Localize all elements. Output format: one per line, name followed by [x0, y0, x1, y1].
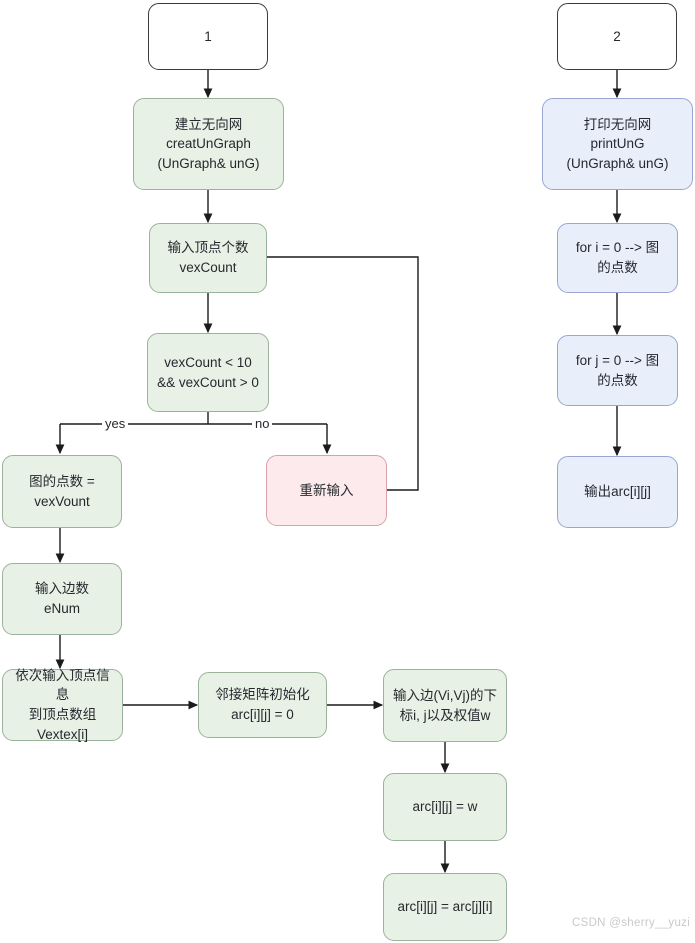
node-mirror-weight[interactable]: arc[i][j] = arc[j][i]: [383, 873, 507, 941]
edge-label-no: no: [252, 417, 273, 430]
node-print-ungraph[interactable]: 打印无向网 printUnG (UnGraph& unG): [542, 98, 693, 190]
node-assign-vexcount[interactable]: 图的点数 = vexVount: [2, 455, 122, 528]
node-for-i[interactable]: for i = 0 --> 图 的点数: [557, 223, 678, 293]
node-input-vertex-info[interactable]: 依次输入顶点信息 到顶点数组 Vextex[i]: [2, 668, 123, 742]
edge-label-yes: yes: [102, 417, 129, 430]
node-assign-weight[interactable]: arc[i][j] = w: [383, 773, 507, 841]
watermark-credit: CSDN @sherry__yuzi: [572, 917, 691, 929]
node-input-edge-count[interactable]: 输入边数 eNum: [2, 563, 122, 635]
node-input-vexcount[interactable]: 输入顶点个数 vexCount: [149, 223, 267, 293]
node-condition-vexcount[interactable]: vexCount < 10 && vexCount > 0: [147, 333, 269, 412]
node-start-2[interactable]: 2: [557, 3, 677, 70]
node-for-j[interactable]: for j = 0 --> 图 的点数: [557, 335, 678, 406]
node-output-arc[interactable]: 输出arc[i][j]: [557, 456, 678, 528]
node-start-1[interactable]: 1: [148, 3, 268, 70]
node-input-edge[interactable]: 输入边(Vi,Vj)的下 标i, j以及权值w: [383, 669, 507, 742]
node-init-matrix[interactable]: 邻接矩阵初始化 arc[i][j] = 0: [198, 672, 327, 738]
node-reinput[interactable]: 重新输入: [266, 455, 387, 526]
node-create-ungraph[interactable]: 建立无向网 creatUnGraph (UnGraph& unG): [133, 98, 284, 190]
